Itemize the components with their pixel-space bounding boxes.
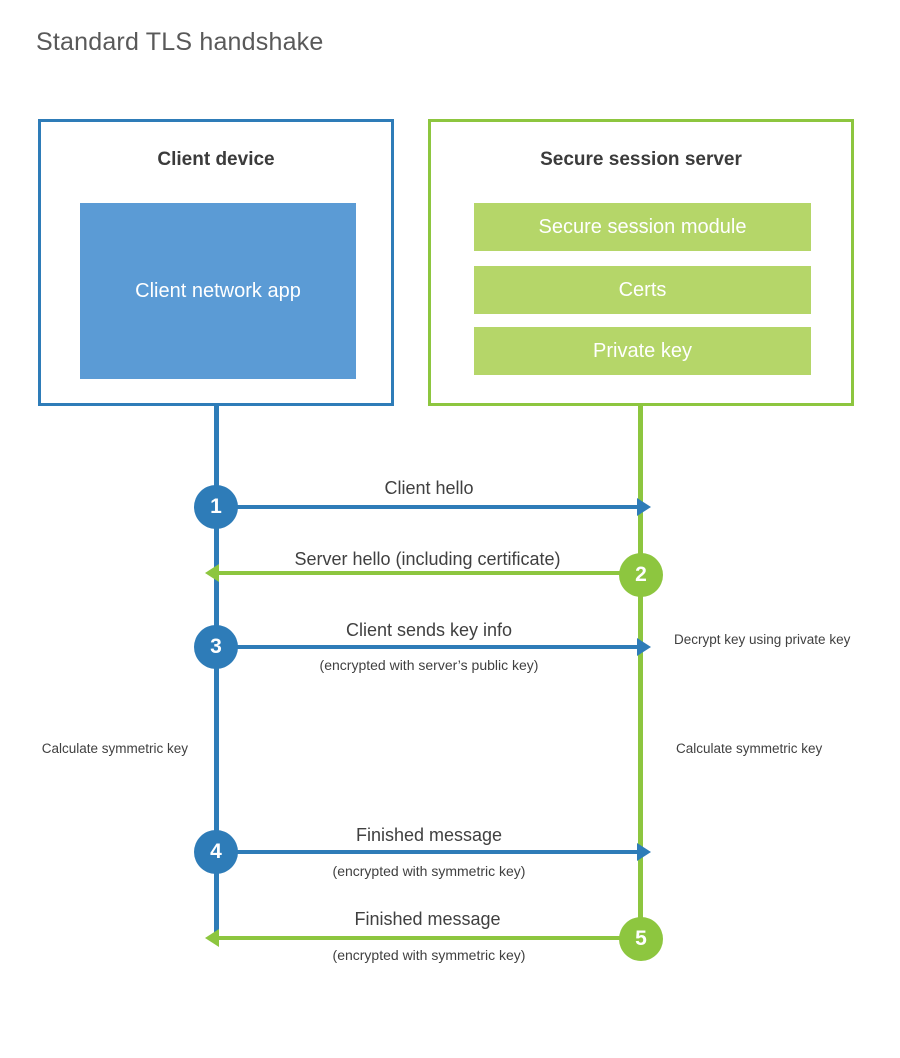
arrow-head-right-icon <box>637 638 651 656</box>
step-4-label: Finished message <box>355 825 503 845</box>
step-1-label: Client hello <box>384 478 474 498</box>
step-marker-1[interactable]: 1 <box>194 485 238 529</box>
server-module-private-key: Private key <box>474 327 811 375</box>
client-network-app-block: Client network app <box>80 203 356 379</box>
step-3-label: Client sends key info <box>345 620 513 640</box>
step-3-sublabel: (encrypted with server’s public key) <box>319 657 539 673</box>
note-client-calculate-symmetric-key: Calculate symmetric key <box>41 741 188 756</box>
secure-session-server-title: Secure session server <box>540 149 742 170</box>
server-module-secure-session-module: Secure session module <box>474 203 811 251</box>
arrow-head-left-icon <box>205 929 219 947</box>
client-network-app-label: Client network app <box>135 279 301 302</box>
server-lifeline <box>638 403 643 939</box>
step-marker-2[interactable]: 2 <box>619 553 663 597</box>
step-5-arrow <box>205 929 638 947</box>
step-5-label: Finished message <box>354 909 501 929</box>
step-4-sublabel: (encrypted with symmetric key) <box>332 863 526 879</box>
page-title: Standard TLS handshake <box>36 28 324 56</box>
note-server-calculate-symmetric-key: Calculate symmetric key <box>676 741 823 756</box>
step-marker-4[interactable]: 4 <box>194 830 238 874</box>
client-device-title: Client device <box>157 149 275 170</box>
arrow-head-right-icon <box>637 843 651 861</box>
step-2-label: Server hello (including certificate) <box>294 549 561 569</box>
step-2-arrow <box>205 564 638 582</box>
arrow-head-left-icon <box>205 564 219 582</box>
server-module-certs: Certs <box>474 266 811 314</box>
note-decrypt-key: Decrypt key using private key <box>674 632 851 647</box>
step-3-arrow <box>217 638 651 656</box>
step-1-arrow <box>217 498 651 516</box>
client-device-box: Client device Client network app <box>38 119 394 406</box>
step-5-sublabel: (encrypted with symmetric key) <box>332 947 526 963</box>
secure-session-server-box: Secure session server Secure session mod… <box>428 119 854 406</box>
step-marker-5[interactable]: 5 <box>619 917 663 961</box>
client-lifeline <box>214 403 219 943</box>
step-4-arrow <box>217 843 651 861</box>
step-marker-3[interactable]: 3 <box>194 625 238 669</box>
arrow-head-right-icon <box>637 498 651 516</box>
